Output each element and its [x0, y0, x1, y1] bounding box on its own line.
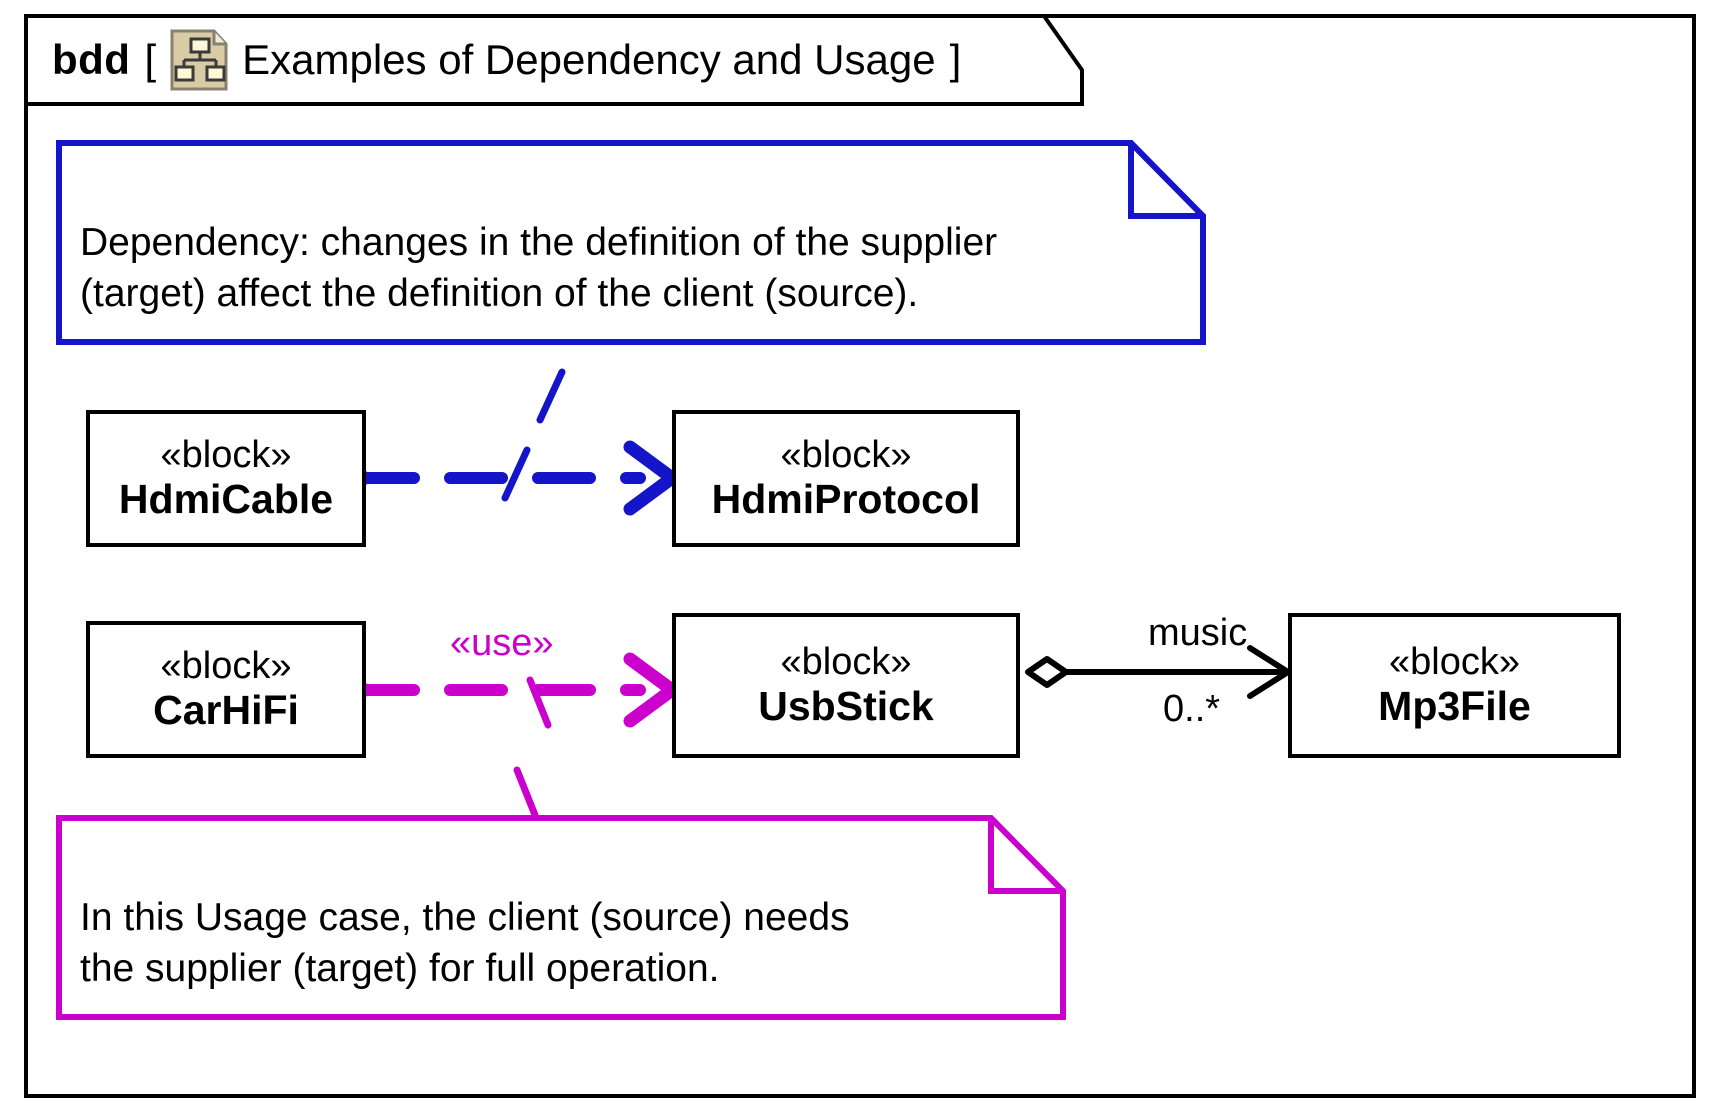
block-stereotype: «block» — [160, 645, 292, 688]
dependency-note-text: Dependency: changes in the definition of… — [80, 221, 998, 315]
block-carhifi[interactable]: «block» CarHiFi — [86, 621, 366, 758]
block-stereotype: «block» — [160, 434, 292, 477]
diagram-kind-keyword: bdd — [52, 36, 131, 83]
frame-header-shape — [24, 14, 1084, 106]
block-stereotype: «block» — [780, 641, 912, 684]
bdd-diagram-icon — [170, 29, 228, 91]
block-hdmicable[interactable]: «block» HdmiCable — [86, 410, 366, 547]
use-stereotype-label: «use» — [450, 622, 554, 664]
usage-note: In this Usage case, the client (source) … — [56, 815, 1066, 1020]
usage-note-shape — [56, 815, 1066, 1020]
block-name: UsbStick — [758, 682, 934, 729]
bracket-open: [ — [144, 36, 157, 83]
block-name: Mp3File — [1378, 682, 1531, 729]
block-name: HdmiCable — [118, 475, 334, 522]
association-multiplicity-label: 0..* — [1163, 688, 1221, 730]
frame-header: bdd [ Examples of Dependency and Usage ] — [24, 14, 1084, 106]
usage-note-text: In this Usage case, the client (source) … — [80, 896, 850, 990]
bracket-close: ] — [949, 36, 962, 83]
page-title: Examples of Dependency and Usage — [242, 36, 936, 83]
block-mp3file[interactable]: «block» Mp3File — [1288, 613, 1621, 758]
association-role-label: music — [1148, 612, 1248, 654]
dependency-note-shape — [56, 140, 1206, 345]
block-hdmiprotocol[interactable]: «block» HdmiProtocol — [672, 410, 1020, 547]
block-usbstick[interactable]: «block» UsbStick — [672, 613, 1020, 758]
block-stereotype: «block» — [1389, 641, 1520, 684]
block-name: CarHiFi — [153, 686, 299, 733]
dependency-note: Dependency: changes in the definition of… — [56, 140, 1206, 345]
block-stereotype: «block» — [780, 434, 912, 477]
block-name: HdmiProtocol — [711, 475, 981, 522]
